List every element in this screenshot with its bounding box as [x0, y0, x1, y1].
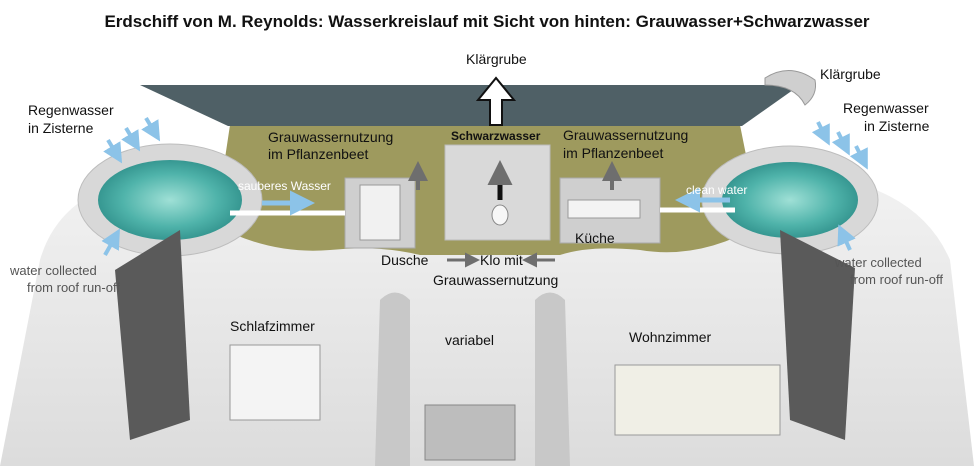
- roof-slab: [140, 85, 800, 126]
- klaergrube-up-arrow: [475, 76, 517, 126]
- label-clean-water: clean water: [686, 183, 748, 197]
- toilet-icon: [491, 204, 509, 226]
- cistern-left-water: [98, 160, 242, 240]
- label-regenwasser-left-2: in Zisterne: [28, 120, 94, 136]
- klaergrube-right-icon: [764, 70, 816, 106]
- rain-arrow-left-3: [141, 116, 161, 142]
- label-grauwasser-left-1: Grauwassernutzung: [268, 129, 394, 145]
- label-wohnzimmer: Wohnzimmer: [629, 329, 712, 345]
- wall-left: [115, 230, 190, 440]
- label-klo-2: Grauwassernutzung: [433, 272, 559, 288]
- bed-icon: [229, 344, 321, 421]
- shower-cabin: [359, 184, 401, 241]
- label-regenwasser-right-1: Regenwasser: [843, 100, 929, 116]
- label-klo-1: Klo mit: [480, 252, 523, 268]
- label-variabel: variabel: [445, 332, 495, 348]
- label-schlafzimmer: Schlafzimmer: [230, 318, 315, 334]
- label-water-collected-left-2: from roof run-off: [27, 280, 120, 295]
- label-schwarzwasser: Schwarzwasser: [451, 129, 541, 143]
- variabel-table-icon: [424, 404, 516, 461]
- label-dusche: Dusche: [381, 252, 429, 268]
- rain-arrow-right-3: [849, 145, 868, 170]
- label-klaergrube-right: Klärgrube: [820, 66, 881, 82]
- label-klaergrube-top: Klärgrube: [466, 51, 527, 67]
- rain-arrow-left-1: [103, 138, 123, 164]
- roof-runoff-arrow-right: [837, 224, 856, 251]
- label-water-collected-right-2: from roof run-off: [850, 272, 943, 287]
- wall-right: [780, 230, 855, 440]
- label-grauwasser-right-2: im Pflanzenbeet: [563, 145, 664, 161]
- label-regenwasser-left-1: Regenwasser: [28, 102, 114, 118]
- wall-center-left: [375, 292, 410, 466]
- label-sauberes-wasser: sauberes Wasser: [238, 179, 331, 193]
- wall-center-right: [535, 292, 570, 466]
- label-kueche: Küche: [575, 230, 615, 246]
- label-water-collected-right-1: water collected: [835, 255, 922, 270]
- label-water-collected-left-1: water collected: [10, 263, 97, 278]
- label-grauwasser-right-1: Grauwassernutzung: [563, 127, 689, 143]
- label-grauwasser-left-2: im Pflanzenbeet: [268, 146, 369, 162]
- rain-arrow-left-2: [121, 126, 141, 152]
- sofa-icon: [614, 364, 781, 436]
- rain-arrow-right-2: [831, 131, 850, 156]
- rain-arrow-right-1: [811, 121, 830, 146]
- roof-runoff-arrow-left: [101, 228, 120, 256]
- diagram-title: Erdschiff von M. Reynolds: Wasserkreisla…: [104, 12, 870, 31]
- label-regenwasser-right-2: in Zisterne: [864, 118, 930, 134]
- kitchen-counter: [567, 199, 641, 219]
- cistern-right-water: [722, 162, 858, 238]
